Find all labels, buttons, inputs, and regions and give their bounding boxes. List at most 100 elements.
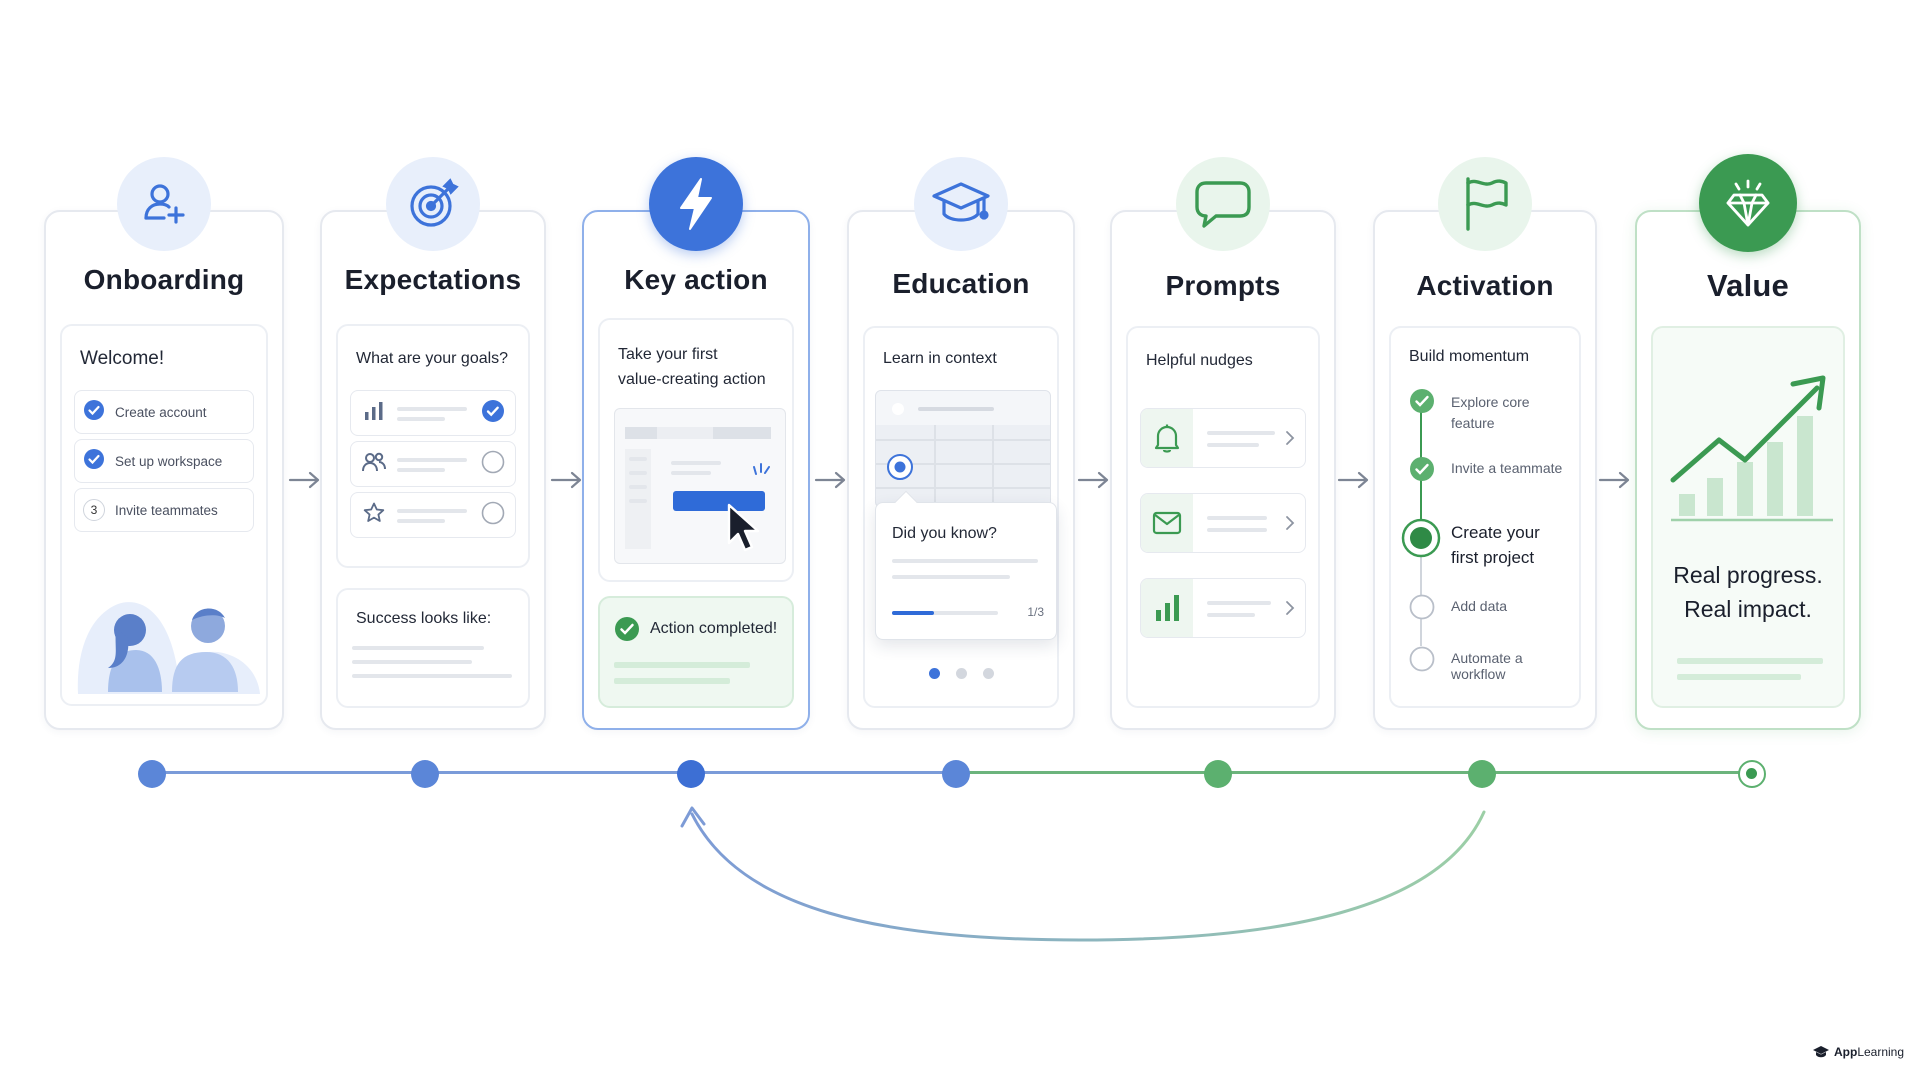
check-circle-icon: [83, 399, 105, 426]
chevron-right-icon: [1285, 515, 1295, 536]
stage-title: Key action: [624, 264, 768, 295]
goal-option[interactable]: [350, 441, 516, 487]
welcome-heading: Welcome!: [80, 348, 165, 369]
action-completed-panel: Action completed!: [598, 596, 794, 708]
hotspot-beacon-icon[interactable]: [886, 453, 914, 486]
activation-step[interactable]: Invite a teammate: [1451, 460, 1562, 476]
check-circle-icon: [614, 616, 640, 647]
activation-step-current[interactable]: Create your first project: [1451, 520, 1540, 570]
stage-card-key-action: Key action Take your first value-creatin…: [582, 157, 810, 730]
stage-title: Value: [1707, 268, 1789, 303]
current-step-icon: [1401, 518, 1441, 563]
stage-card-onboarding: Onboarding Welcome! Create account Set u…: [44, 157, 284, 730]
people-icon: [361, 451, 387, 478]
activation-step[interactable]: Add data: [1451, 598, 1507, 614]
checklist-item-label: Set up workspace: [115, 453, 223, 469]
arrow-right-icon: [550, 471, 582, 489]
pagination-dots: [865, 668, 1057, 679]
app-mockup: [614, 408, 786, 564]
brand-logo: AppLearning: [1812, 1045, 1904, 1059]
timeline-line-blue: [152, 771, 958, 774]
goal-option[interactable]: [350, 390, 516, 436]
stage-title: Expectations: [344, 264, 522, 295]
empty-step-icon: [1409, 646, 1435, 677]
tooltip-pager: 1/3: [1027, 605, 1044, 619]
pagination-dot[interactable]: [982, 668, 994, 679]
graduation-cap-icon: [1813, 1046, 1829, 1058]
nudge-item[interactable]: [1140, 493, 1306, 553]
bar-chart-icon: [1154, 593, 1182, 628]
nudges-panel: Helpful nudges: [1126, 326, 1320, 708]
key-action-heading-line1: Take your first: [618, 346, 718, 363]
key-action-panel: Take your first value-creating action: [598, 318, 794, 582]
stage-card-value: Value Real progress. Real impact.: [1635, 154, 1861, 730]
people-illustration: [68, 564, 264, 694]
check-circle-icon: [1409, 456, 1435, 487]
key-action-heading-line2: value-creating action: [618, 371, 766, 388]
loop-back-arrow: [680, 806, 1486, 942]
progress-rail-pending: [1420, 534, 1422, 646]
timeline-dot[interactable]: [677, 760, 705, 788]
timeline-dot[interactable]: [1204, 760, 1232, 788]
lightning-icon: [649, 157, 743, 251]
tooltip-title: Did you know?: [892, 525, 997, 542]
success-heading: Success looks like:: [356, 610, 492, 627]
arrow-right-icon: [1337, 471, 1369, 489]
bar-chart-icon: [363, 401, 385, 426]
activation-step-label-line2: first project: [1451, 548, 1535, 567]
checked-radio-icon: [481, 399, 505, 428]
goals-panel: What are your goals?: [336, 324, 530, 568]
nudges-heading: Helpful nudges: [1146, 352, 1253, 369]
chevron-right-icon: [1285, 600, 1295, 621]
tooltip-progress-fill: [892, 611, 935, 615]
activation-step[interactable]: Explore core feature: [1451, 392, 1530, 434]
step-number-badge: 3: [83, 499, 105, 521]
activation-panel: Build momentum Explore core feature Invi…: [1389, 326, 1581, 708]
stage-title: Onboarding: [83, 264, 245, 295]
flag-icon: [1438, 157, 1532, 251]
activation-step-label: Automate a workflow: [1451, 650, 1523, 682]
click-spark-icon: [753, 463, 770, 475]
timeline-dot[interactable]: [1468, 760, 1496, 788]
activation-step[interactable]: Automate a workflow: [1451, 650, 1579, 682]
chevron-right-icon: [1285, 430, 1295, 451]
goals-heading: What are your goals?: [356, 350, 509, 367]
checklist-item[interactable]: Create account: [74, 390, 254, 434]
timeline-dot[interactable]: [411, 760, 439, 788]
diamond-icon: [1699, 154, 1797, 252]
bell-icon: [1153, 423, 1181, 458]
timeline-dot-final[interactable]: [1738, 760, 1766, 788]
activation-step-label: Create your: [1451, 523, 1540, 542]
growth-chart-illustration: [1667, 364, 1839, 532]
brand-logo-bold: App: [1834, 1045, 1858, 1059]
welcome-checklist-panel: Welcome! Create account Set up workspace…: [60, 324, 268, 706]
stage-title: Prompts: [1165, 270, 1281, 301]
stage-card-expectations: Expectations What are your goals?: [320, 157, 546, 730]
value-tagline-line1: Real progress.: [1673, 562, 1823, 588]
activation-step-label: Invite a teammate: [1451, 460, 1563, 476]
checklist-item-label: Create account: [115, 404, 207, 420]
activation-step-label: Explore core: [1451, 394, 1530, 410]
nudge-item[interactable]: [1140, 408, 1306, 468]
success-panel: Success looks like:: [336, 588, 530, 708]
activation-step-label: Add data: [1451, 598, 1508, 614]
cursor-icon: [727, 503, 760, 552]
star-icon: [362, 501, 386, 530]
person-add-icon: [117, 157, 211, 251]
timeline-dot[interactable]: [138, 760, 166, 788]
app-mockup: [875, 390, 1051, 508]
target-icon: [386, 157, 480, 251]
goal-option[interactable]: [350, 492, 516, 538]
primary-action-button[interactable]: [673, 491, 765, 511]
arrow-right-icon: [1077, 471, 1109, 489]
checklist-item[interactable]: Set up workspace: [74, 439, 254, 483]
pagination-dot-active[interactable]: [928, 668, 940, 679]
nudge-item[interactable]: [1140, 578, 1306, 638]
checklist-item[interactable]: 3 Invite teammates: [74, 488, 254, 532]
stage-title: Activation: [1416, 270, 1554, 301]
graduation-cap-icon: [914, 157, 1008, 251]
pagination-dot[interactable]: [955, 668, 967, 679]
stage-card-prompts: Prompts Helpful nudges: [1110, 157, 1336, 730]
timeline-dot[interactable]: [942, 760, 970, 788]
value-tagline-line2: Real impact.: [1684, 596, 1812, 622]
